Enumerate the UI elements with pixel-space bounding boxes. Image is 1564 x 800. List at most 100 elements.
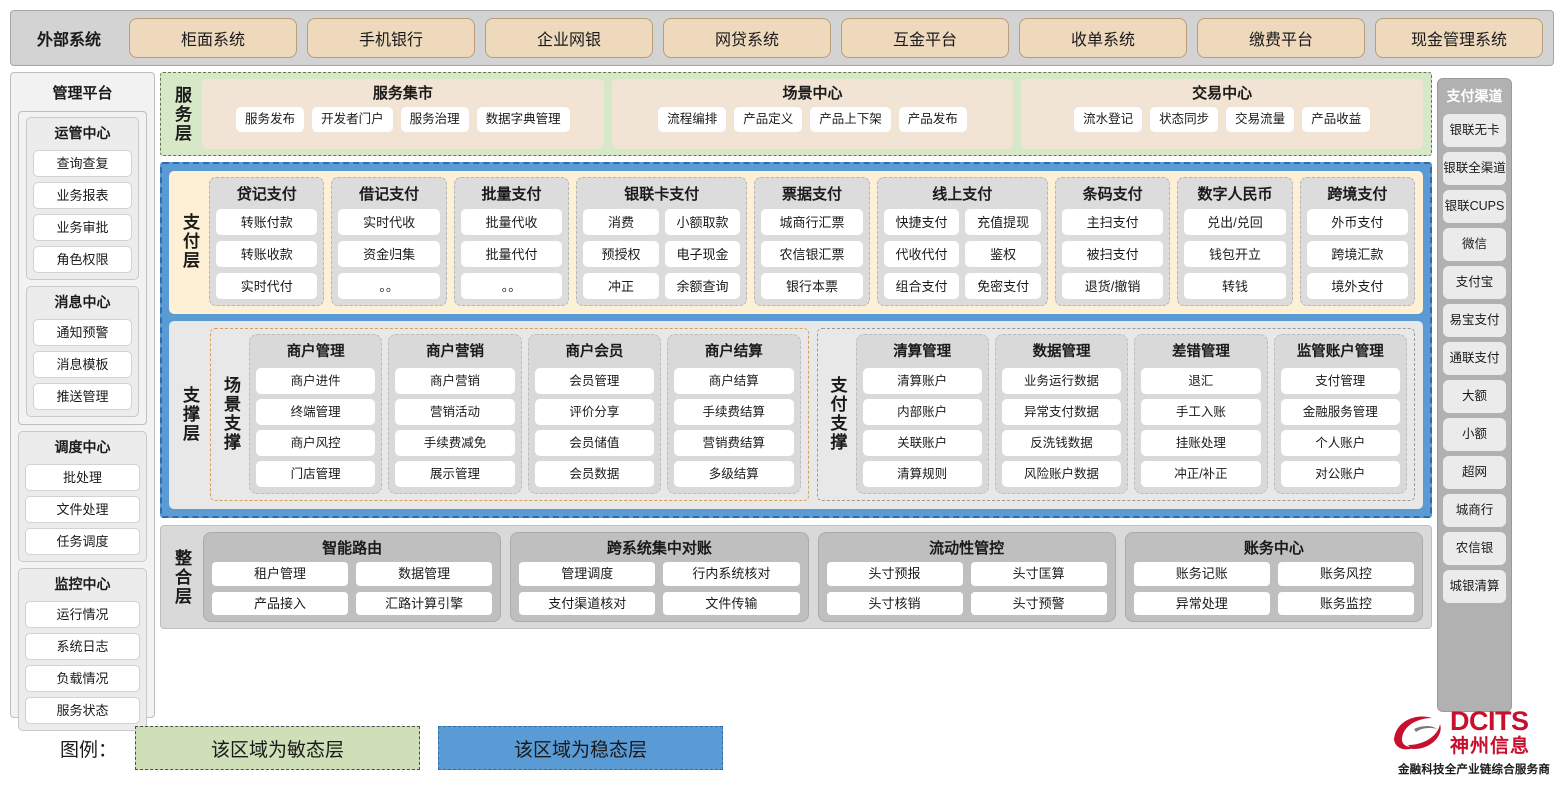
integration-item[interactable]: 管理调度 [519,562,656,586]
management-item[interactable]: 业务审批 [33,214,132,241]
payment-item[interactable]: 组合支付 [883,273,960,299]
payment-item[interactable]: 余额查询 [664,273,741,299]
payment-item[interactable]: 小额取款 [664,209,741,235]
service-item[interactable]: 服务发布 [236,107,305,132]
support-item[interactable]: 会员数据 [534,461,655,487]
support-item[interactable]: 冲正/补正 [1141,461,1261,487]
support-item[interactable]: 评价分享 [534,399,655,425]
payment-channel-item[interactable]: 银联全渠道 [1443,152,1506,185]
payment-item[interactable]: 兑出/兑回 [1184,209,1286,235]
integration-item[interactable]: 头寸匡算 [970,562,1107,586]
integration-item[interactable]: 账务记账 [1133,562,1270,586]
payment-channel-item[interactable]: 城商行 [1443,494,1506,527]
external-system-chip[interactable]: 现金管理系统 [1375,18,1543,58]
service-item[interactable]: 产品上下架 [810,107,891,132]
support-item[interactable]: 退汇 [1141,368,1261,394]
management-item[interactable]: 任务调度 [25,528,140,555]
payment-channel-item[interactable]: 超网 [1443,456,1506,489]
payment-channel-item[interactable]: 小额 [1443,418,1506,451]
payment-item[interactable]: 资金归集 [338,241,440,267]
management-item[interactable]: 通知预警 [33,319,132,346]
integration-item[interactable]: 异常处理 [1133,591,1270,615]
payment-item[interactable]: 代收代付 [883,241,960,267]
payment-item[interactable]: 转账付款 [216,209,318,235]
payment-item[interactable]: 城商行汇票 [761,209,863,235]
support-item[interactable]: 商户营销 [395,368,515,394]
support-item[interactable]: 对公账户 [1280,461,1400,487]
payment-item[interactable]: 冲正 [583,273,659,299]
management-item[interactable]: 服务状态 [25,697,140,724]
external-system-chip[interactable]: 互金平台 [841,18,1009,58]
support-item[interactable]: 关联账户 [862,430,982,456]
integration-item[interactable]: 支付渠道核对 [519,591,656,615]
support-item[interactable]: 支付管理 [1280,368,1400,394]
support-item[interactable]: 金融服务管理 [1280,399,1400,425]
integration-item[interactable]: 文件传输 [663,591,800,615]
integration-item[interactable]: 账务风控 [1277,562,1414,586]
management-item[interactable]: 消息模板 [33,351,132,378]
payment-channel-item[interactable]: 易宝支付 [1443,304,1506,337]
service-item[interactable]: 产品发布 [898,107,967,132]
service-item[interactable]: 流水登记 [1074,107,1143,132]
management-item[interactable]: 文件处理 [25,496,140,523]
payment-item[interactable]: 外币支付 [1306,209,1409,235]
payment-item[interactable]: 免密支付 [965,273,1041,299]
support-item[interactable]: 手续费结算 [674,399,794,425]
support-item[interactable]: 商户结算 [674,368,794,394]
payment-item[interactable]: 银行本票 [761,273,863,299]
payment-item[interactable]: 鉴权 [965,241,1041,267]
payment-channel-item[interactable]: 银联CUPS [1443,190,1506,223]
external-system-chip[interactable]: 企业网银 [485,18,653,58]
integration-item[interactable]: 数据管理 [356,562,493,586]
external-system-chip[interactable]: 网贷系统 [663,18,831,58]
management-item[interactable]: 批处理 [25,464,140,491]
payment-channel-item[interactable]: 微信 [1443,228,1506,261]
payment-channel-item[interactable]: 支付宝 [1443,266,1506,299]
payment-item[interactable]: 。。 [338,273,440,299]
support-item[interactable]: 内部账户 [862,399,982,425]
payment-item[interactable]: 境外支付 [1306,273,1409,299]
support-item[interactable]: 手续费减免 [395,430,515,456]
support-item[interactable]: 营销费结算 [674,430,794,456]
support-item[interactable]: 会员管理 [534,368,655,394]
payment-item[interactable]: 被扫支付 [1061,241,1164,267]
service-item[interactable]: 数据字典管理 [476,107,570,132]
support-item[interactable]: 多级结算 [674,461,794,487]
support-item[interactable]: 终端管理 [256,399,376,425]
support-item[interactable]: 手工入账 [1141,399,1261,425]
support-item[interactable]: 展示管理 [395,461,515,487]
external-system-chip[interactable]: 柜面系统 [129,18,297,58]
payment-item[interactable]: 快捷支付 [883,209,960,235]
support-item[interactable]: 清算账户 [862,368,982,394]
support-item[interactable]: 风险账户数据 [1001,461,1122,487]
support-item[interactable]: 营销活动 [395,399,515,425]
support-item[interactable]: 业务运行数据 [1001,368,1122,394]
support-item[interactable]: 异常支付数据 [1001,399,1122,425]
payment-item[interactable]: 充值提现 [965,209,1041,235]
integration-item[interactable]: 头寸核销 [826,591,963,615]
payment-item[interactable]: 批量代付 [460,241,563,267]
support-item[interactable]: 挂账处理 [1141,430,1261,456]
payment-item[interactable]: 实时代付 [216,273,318,299]
payment-item[interactable]: 批量代收 [460,209,563,235]
integration-item[interactable]: 头寸预报 [826,562,963,586]
support-item[interactable]: 门店管理 [256,461,376,487]
integration-item[interactable]: 汇路计算引擎 [356,591,493,615]
management-item[interactable]: 查询查复 [33,150,132,177]
service-item[interactable]: 流程编排 [658,107,727,132]
payment-channel-item[interactable]: 大额 [1443,380,1506,413]
payment-item[interactable]: 转钱 [1184,273,1286,299]
integration-item[interactable]: 租户管理 [212,562,349,586]
service-item[interactable]: 开发者门户 [312,107,393,132]
integration-item[interactable]: 头寸预警 [970,591,1107,615]
management-item[interactable]: 运行情况 [25,601,140,628]
service-item[interactable]: 产品定义 [734,107,803,132]
service-item[interactable]: 状态同步 [1150,107,1219,132]
support-item[interactable]: 反洗钱数据 [1001,430,1122,456]
management-item[interactable]: 角色权限 [33,246,132,273]
payment-item[interactable]: 农信银汇票 [761,241,863,267]
external-system-chip[interactable]: 收单系统 [1019,18,1187,58]
support-item[interactable]: 个人账户 [1280,430,1400,456]
service-item[interactable]: 交易流量 [1226,107,1295,132]
support-item[interactable]: 会员储值 [534,430,655,456]
